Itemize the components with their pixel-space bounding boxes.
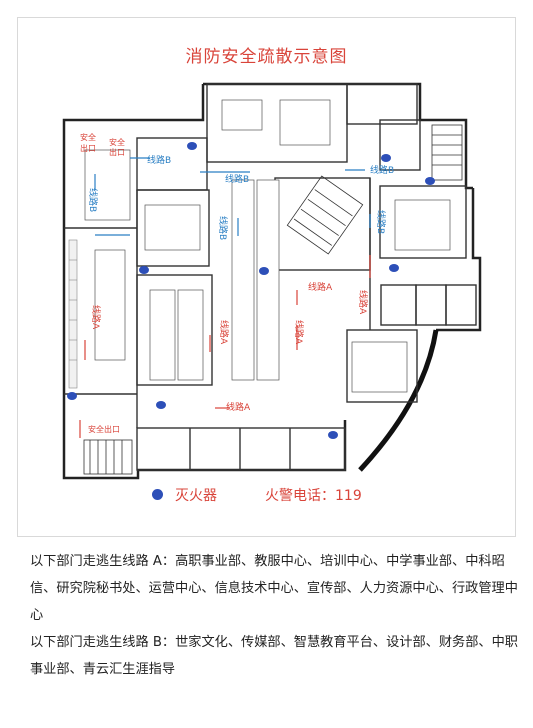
exit-label: 安全 [109,137,125,147]
interior-walls [64,83,477,471]
exit-label: 出口 [109,147,125,157]
fire-phone-label: 火警电话：119 [265,488,362,504]
route-notes: 以下部门走逃生线路 A：高职事业部、教服中心、培训中心、中学事业部、中科昭信、研… [30,548,520,683]
route-a-arrows [79,255,371,438]
route-b-label: 线路B [147,154,171,166]
diagram-title: 消防安全疏散示意图 [185,47,348,67]
route-b-label: 线路B [370,164,394,176]
route-a-label: 线路A [226,401,251,413]
route-b-arrows [94,157,371,236]
staircase-bottom-left [83,439,133,475]
route-b-note: 以下部门走逃生线路 B：世家文化、传媒部、智慧教育平台、设计部、财务部、中职事业… [30,635,518,677]
staircase-center [286,175,364,255]
route-b-label: 线路B [87,188,99,212]
exit-label: 安全出口 [88,424,120,434]
route-a-note: 以下部门走逃生线路 A：高职事业部、教服中心、培训中心、中学事业部、中科昭信、研… [30,554,518,623]
exit-label: 安全 [80,132,96,142]
route-b-label: 线路B [225,173,249,185]
floor-plan: 线路B 线路B 线路B 线路B 线路B 线路B 线路A 线路A 线路A 线路A … [62,82,482,480]
desk-rows [84,99,451,393]
window-strip [68,239,78,389]
route-b-label: 线路B [375,210,387,234]
route-a-label: 线路A [308,281,333,293]
extinguisher-legend-icon [152,489,163,500]
curved-facade [358,329,439,472]
route-a-label: 线路A [218,320,230,345]
exit-label: 出口 [80,143,96,153]
extinguisher-markers [67,142,435,439]
extinguisher-legend-label: 灭火器 [175,488,217,504]
staircase-top-right [431,124,463,181]
route-a-label: 线路A [357,290,369,315]
route-a-label: 线路A [293,320,305,345]
route-b-label: 线路B [217,216,229,240]
route-a-label: 线路A [90,305,102,330]
